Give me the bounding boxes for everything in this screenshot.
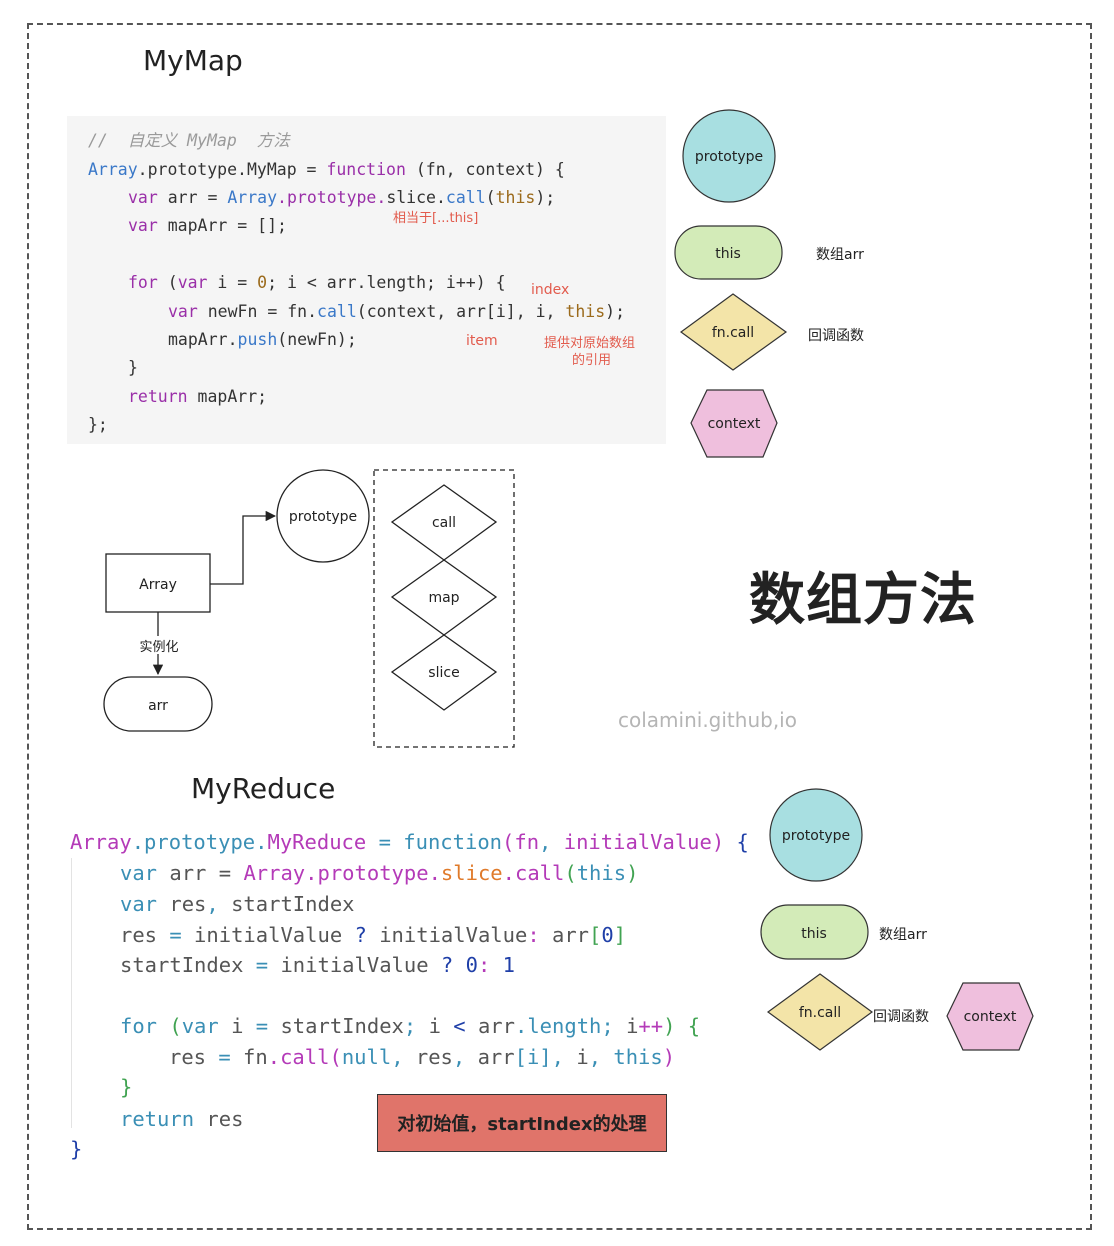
- legend-bottom-shapes: prototype this fn.call context: [760, 788, 1034, 1051]
- note-ref-line2: 的引用: [572, 353, 612, 368]
- initial-value-note: 对初始值，startIndex的处理: [377, 1094, 667, 1152]
- legend-prototype-label: prototype: [782, 828, 850, 844]
- legend-fncall-desc: 回调函数: [808, 328, 864, 344]
- legend-this-desc: 数组arr: [879, 927, 927, 943]
- legend-fncall-label: fn.call: [712, 325, 754, 341]
- call-label: call: [432, 515, 456, 531]
- code-line: res = initialValue ? initialValue: arr[0…: [120, 923, 627, 947]
- code-line: }: [70, 1137, 83, 1161]
- code-line: for (var i = startIndex; i < arr.length;…: [120, 1014, 701, 1038]
- legend-prototype-label: prototype: [695, 149, 763, 165]
- note-index: index: [531, 282, 570, 298]
- code-line: var arr = Array.prototype.slice.call(thi…: [120, 861, 639, 885]
- legend-this-desc: 数组arr: [816, 247, 864, 263]
- code-line: return mapArr;: [128, 387, 268, 406]
- this-pill: [674, 225, 783, 280]
- this-pill: [760, 904, 869, 960]
- context-hexagon: [690, 389, 778, 458]
- prototype-label: prototype: [289, 509, 357, 525]
- code-line: }: [128, 358, 138, 377]
- page-frame: [27, 23, 1092, 1230]
- legend-context-label: context: [964, 1009, 1017, 1025]
- fncall-diamond: [766, 973, 874, 1051]
- map-label: map: [428, 590, 459, 606]
- code-line: }: [120, 1075, 133, 1099]
- arr-label: arr: [148, 698, 168, 714]
- myreduce-title: MyReduce: [191, 772, 336, 805]
- prototype-circle: [682, 109, 776, 203]
- array-to-prototype-arrow: [210, 510, 277, 585]
- array-box: [105, 553, 211, 613]
- prototype-node: [276, 469, 370, 563]
- mymap-title: MyMap: [143, 44, 243, 77]
- note-item: item: [466, 333, 498, 349]
- mymap-code-block: [67, 116, 666, 444]
- slice-label: slice: [428, 665, 459, 681]
- fncall-diamond: [679, 293, 788, 371]
- code-line: // 自定义 MyMap 方法: [88, 131, 290, 151]
- big-title: 数组方法: [749, 568, 977, 633]
- array-label: Array: [139, 577, 177, 593]
- indent-guide: [71, 858, 72, 1128]
- code-line: var arr = Array.prototype.slice.call(thi…: [128, 188, 556, 207]
- legend-context-label: context: [708, 416, 761, 432]
- code-line: for (var i = 0; i < arr.length; i++) {: [128, 273, 506, 292]
- note-ref-line1: 提供对原始数组: [544, 336, 636, 351]
- code-line: var res, startIndex: [120, 892, 355, 916]
- code-line: res = fn.call(null, res, arr[i], i, this…: [169, 1045, 676, 1069]
- slice-diamond: [390, 634, 498, 711]
- code-line: return res: [120, 1107, 244, 1131]
- prototype-diagram: Array prototype 实例化 arr call map slice: [103, 469, 515, 748]
- code-line: var mapArr = [];: [128, 216, 287, 235]
- code-line: };: [88, 415, 108, 434]
- legend-top-shapes: prototype this fn.call context: [674, 109, 788, 458]
- code-line: Array.prototype.MyMap = function (fn, co…: [88, 160, 565, 179]
- code-line: Array.prototype.MyReduce = function(fn, …: [70, 830, 749, 854]
- prototype-circle: [769, 788, 863, 882]
- legend-fncall-label: fn.call: [799, 1005, 841, 1021]
- context-hexagon: [946, 982, 1034, 1051]
- code-line: mapArr.push(newFn);: [168, 330, 357, 349]
- code-line: startIndex = initialValue ? 0: 1: [120, 953, 515, 977]
- legend-fncall-desc: 回调函数: [873, 1009, 929, 1025]
- arr-node: [103, 676, 213, 732]
- note-spread: 相当于[...this]: [393, 211, 479, 226]
- instantiate-label: 实例化: [139, 640, 178, 655]
- watermark: colamini.github,io: [618, 708, 797, 732]
- legend-this-label: this: [801, 926, 827, 942]
- code-line: var newFn = fn.call(context, arr[i], i, …: [168, 302, 626, 321]
- methods-group: [373, 469, 515, 748]
- legend-this-label: this: [715, 246, 741, 262]
- code-comment: // 自定义 MyMap 方法: [88, 131, 290, 150]
